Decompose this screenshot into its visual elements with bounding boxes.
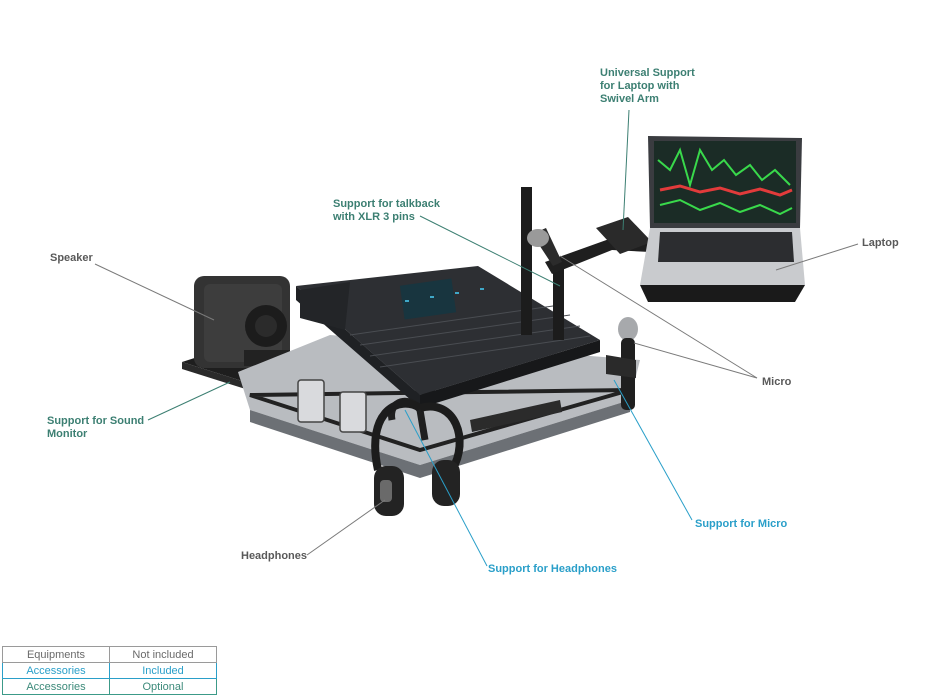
legend-status: Optional [109, 678, 217, 695]
legend-row-accessories-optional: Accessories Optional [2, 678, 217, 695]
talkback-microphone [527, 228, 562, 266]
label-speaker: Speaker [50, 252, 93, 264]
legend-table: Equipments Not included Accessories Incl… [2, 646, 217, 695]
laptop [640, 136, 805, 302]
legend-row-accessories-included: Accessories Included [2, 662, 217, 679]
headphones [371, 399, 464, 516]
leader-lines [94, 109, 859, 567]
micro-support [606, 355, 636, 378]
legend-name: Accessories [2, 678, 110, 695]
legend-name: Accessories [2, 662, 110, 679]
speaker [194, 276, 290, 368]
legend-status: Included [109, 662, 217, 679]
label-sound-monitor-support: Support for Sound Monitor [47, 415, 145, 440]
legend-row-equipments: Equipments Not included [2, 646, 217, 663]
label-micro: Micro [762, 376, 792, 388]
label-talkback-support: Support for talkback with XLR 3 pins [333, 198, 440, 223]
label-laptop-arm: Universal Support for Laptop with Swivel… [600, 67, 695, 105]
laptop-swivel-arm [521, 187, 652, 340]
legend-status: Not included [109, 646, 217, 663]
legend-name: Equipments [2, 646, 110, 663]
label-laptop: Laptop [862, 237, 899, 249]
label-headphones-support: Support for Headphones [488, 563, 617, 575]
label-micro-support: Support for Micro [695, 518, 788, 530]
label-headphones: Headphones [241, 550, 308, 562]
